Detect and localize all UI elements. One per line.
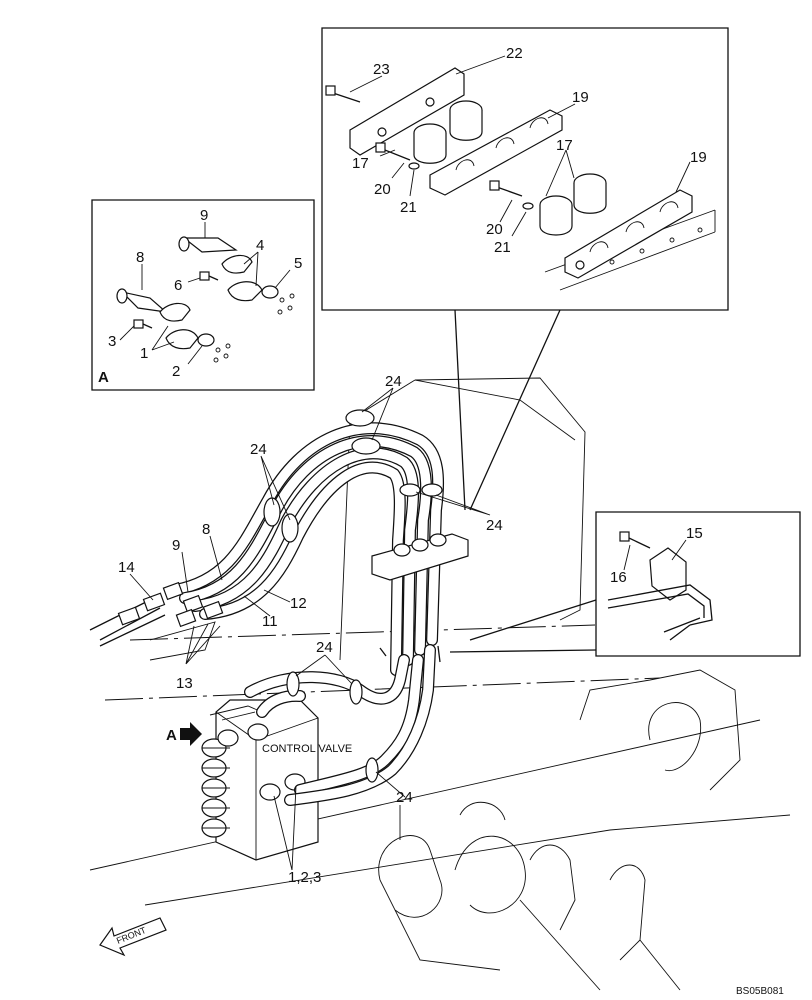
machine-body-outline [89, 377, 791, 991]
hose-end-fittings [89, 581, 224, 661]
callout-20-right: 20 [486, 221, 503, 238]
callout-23: 23 [373, 61, 390, 78]
hose-bundle [169, 422, 445, 676]
callout-5: 5 [294, 255, 302, 272]
bracket-15-inset [449, 511, 801, 657]
leader-lines [129, 387, 491, 871]
detail-a-label: A [98, 369, 109, 386]
callout-21-left: 21 [400, 199, 417, 216]
callout-8: 8 [202, 521, 210, 538]
callout-17-left: 17 [352, 155, 369, 172]
hose-bracket [371, 533, 469, 663]
callout-24-left: 24 [250, 441, 267, 458]
callout-9-detail: 9 [200, 207, 208, 224]
callout-16: 16 [610, 569, 627, 586]
callout-12: 12 [290, 595, 307, 612]
view-a-label: A [166, 727, 177, 744]
callout-14: 14 [118, 559, 135, 576]
control-valve-label: CONTROL VALVE [262, 743, 352, 755]
callout-22: 22 [506, 45, 523, 62]
detail-a-inset [91, 199, 315, 391]
callout-3: 3 [108, 333, 116, 350]
callout-24-top: 24 [385, 373, 402, 390]
callout-24-lower: 24 [396, 789, 413, 806]
callout-4: 4 [256, 237, 264, 254]
callout-2: 2 [172, 363, 180, 380]
callout-15: 15 [686, 525, 703, 542]
callout-24-right: 24 [486, 517, 503, 534]
steel-pipes [244, 644, 436, 806]
view-a-arrow [180, 722, 202, 746]
callout-1-2-3: 1,2,3 [288, 869, 321, 886]
callout-8-detail: 8 [136, 249, 144, 266]
callout-19-upper: 19 [572, 89, 589, 106]
callout-19-lower: 19 [690, 149, 707, 166]
callout-9: 9 [172, 537, 180, 554]
callout-21-right: 21 [494, 239, 511, 256]
front-arrow [99, 917, 167, 957]
callout-24-pipes: 24 [316, 639, 333, 656]
callout-labels: 9 8 4 6 5 3 1 2 A 23 22 19 17 20 21 17 1… [98, 45, 707, 886]
clamp-detail-inset [321, 27, 729, 511]
control-valve [201, 699, 319, 861]
callout-1: 1 [140, 345, 148, 362]
callout-17-right: 17 [556, 137, 573, 154]
callout-11: 11 [262, 613, 278, 630]
callout-13: 13 [176, 675, 193, 692]
reference-code: BS05B081 [736, 986, 784, 997]
callout-6: 6 [174, 277, 182, 294]
callout-20-left: 20 [374, 181, 391, 198]
hose-clamps [263, 409, 443, 783]
